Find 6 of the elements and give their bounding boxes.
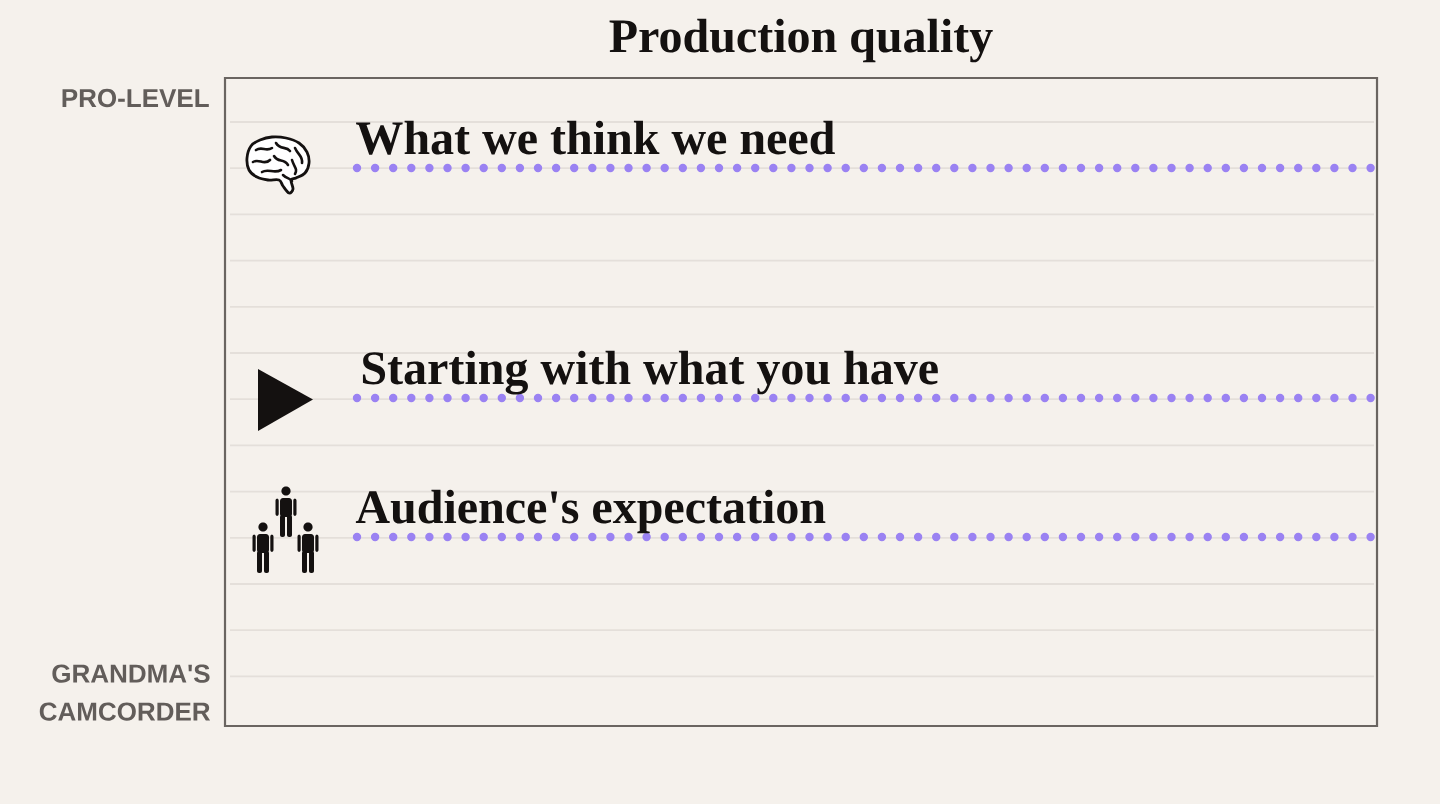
level-label: What we think we need [356, 120, 835, 155]
level-label: Audience's expectation [355, 489, 826, 534]
level-label: Starting with what you have [362, 350, 938, 395]
axis-label: GRANDMA'S CAMCORDER [39, 664, 211, 721]
chart-title: Production quality [609, 18, 993, 63]
axis-label: PRO-LEVEL [62, 88, 209, 108]
